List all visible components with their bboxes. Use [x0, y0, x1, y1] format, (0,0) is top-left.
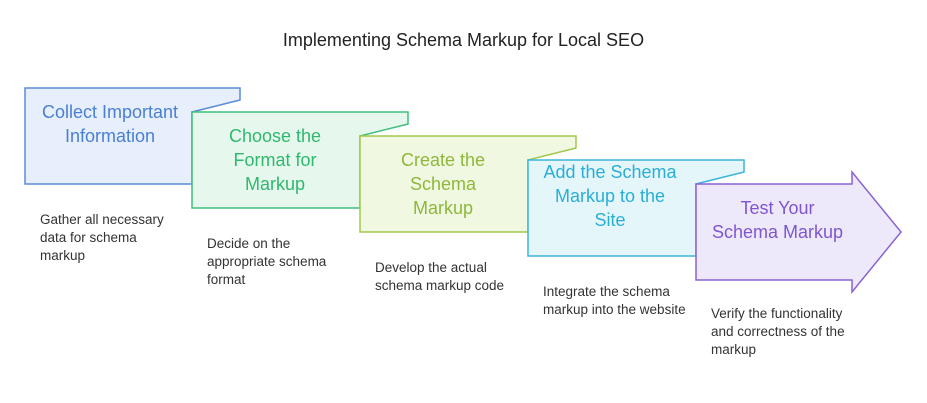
step-4-label: Add the Schema Markup to the Site: [543, 162, 677, 230]
step-4-description: Integrate the schema markup into the web…: [543, 284, 686, 317]
step-5-description: Verify the functionality and correctness…: [711, 306, 845, 357]
step-5-arrow-shape: [695, 169, 902, 295]
step-3-label: Create the Schema Markup: [400, 150, 486, 218]
step-3-description: Develop the actual schema markup code: [375, 260, 505, 293]
diagram-title: Implementing Schema Markup for Local SEO: [282, 30, 645, 50]
step-2-label: Choose the Format for Markup: [228, 126, 322, 194]
step-5-label: Test Your Schema Markup: [711, 198, 844, 242]
step-1-description: Gather all necessary data for schema mar…: [40, 212, 164, 263]
step-2-description: Decide on the appropriate schema format: [207, 236, 327, 287]
step-1-label: Collect Important Information: [41, 102, 179, 146]
